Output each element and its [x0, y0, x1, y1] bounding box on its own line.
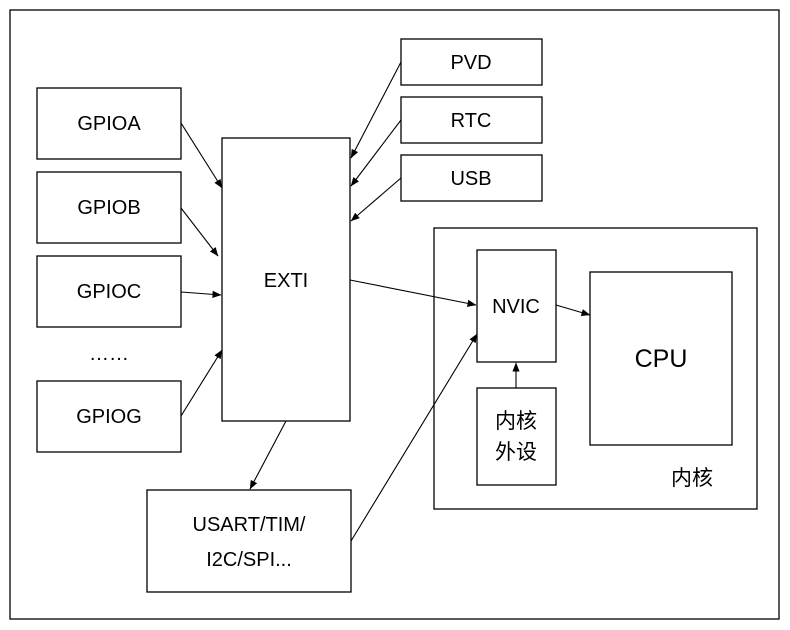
- gpio-c-box: GPIOC: [36, 255, 182, 328]
- gpio-a-box: GPIOA: [36, 87, 182, 160]
- arrow-pvd-to-exti: [350, 61, 402, 159]
- cpu-label: CPU: [635, 345, 688, 373]
- arrow-rtc-to-exti: [350, 119, 402, 187]
- nvic-box: NVIC: [476, 249, 557, 363]
- usb-label: USB: [450, 168, 491, 190]
- arrow-gpiob-to-exti: [180, 207, 219, 257]
- arrow-peripherals-to-nvic: [350, 333, 478, 542]
- arrow-nvic-to-cpu: [555, 304, 591, 317]
- usb-box: USB: [400, 154, 543, 202]
- arrow-usb-to-exti: [350, 177, 402, 222]
- core-label: 内核: [671, 466, 713, 490]
- gpio-g-label: GPIOG: [76, 406, 142, 428]
- rtc-box: RTC: [400, 96, 543, 144]
- pvd-label: PVD: [450, 52, 491, 74]
- rtc-label: RTC: [451, 110, 492, 132]
- gpio-b-box: GPIOB: [36, 171, 182, 244]
- arrow-exti-to-nvic: [349, 279, 477, 307]
- arrow-gpioa-to-exti: [180, 122, 223, 189]
- gpio-c-label: GPIOC: [77, 281, 141, 303]
- gpio-b-label: GPIOB: [77, 197, 140, 219]
- peripherals-label-line2: I2C/SPI...: [206, 549, 292, 571]
- core-peripheral-label-line1: 内核: [495, 409, 537, 433]
- peripherals-box: USART/TIM/ I2C/SPI...: [146, 489, 352, 593]
- nvic-label: NVIC: [492, 296, 540, 318]
- gpio-a-label: GPIOA: [77, 113, 141, 135]
- exti-label: EXTI: [264, 270, 308, 292]
- peripherals-label-line1: USART/TIM/: [193, 514, 306, 536]
- cpu-box: CPU: [589, 271, 733, 446]
- gpio-ellipsis: ……: [89, 343, 129, 365]
- core-peripheral-box: 内核 外设: [476, 387, 557, 486]
- outer-frame: [9, 9, 780, 620]
- core-peripheral-label-line2: 外设: [495, 440, 537, 464]
- pvd-box: PVD: [400, 38, 543, 86]
- arrow-exti-to-peripherals: [249, 420, 287, 490]
- arrow-gpiog-to-exti: [180, 349, 223, 417]
- gpio-g-box: GPIOG: [36, 380, 182, 453]
- exti-box: EXTI: [221, 137, 351, 422]
- arrow-gpioc-to-exti: [180, 290, 222, 298]
